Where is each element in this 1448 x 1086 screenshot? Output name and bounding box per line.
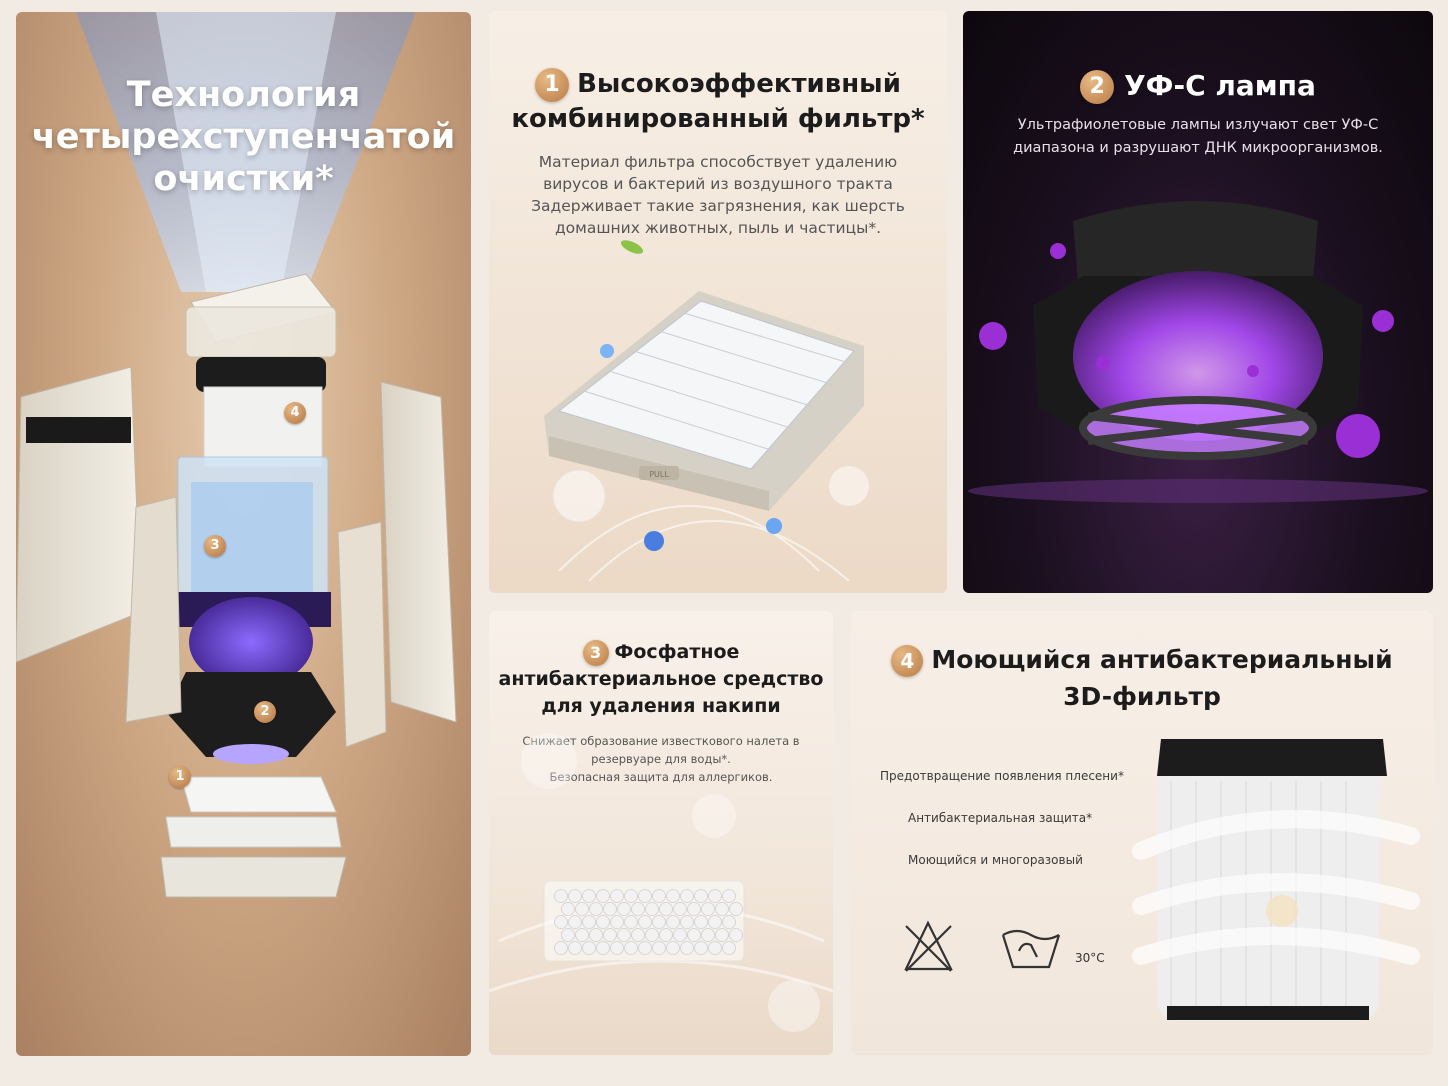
pull-label: PULL — [649, 470, 669, 479]
phosphate-balls — [554, 889, 743, 955]
title-line: антибактериальное средство — [498, 668, 824, 690]
wash-temp-label: 30°C — [1075, 951, 1105, 965]
stage-marker-2: 2 — [254, 701, 276, 723]
pull-tab — [639, 466, 679, 480]
purifier-exploded-illustration — [16, 12, 457, 898]
title-line: Технология — [126, 75, 361, 115]
stage-marker-3: 3 — [204, 535, 226, 557]
feature-washable: Моющийся и многоразовый — [908, 853, 1083, 867]
number-badge-1: 1 — [535, 67, 570, 102]
title-line: очистки* — [153, 159, 334, 199]
panel-uvc-lamp: 2 УФ-С лампа Ультрафиолетовые лампы излуч… — [963, 11, 1433, 593]
3d-filter-illustration: 30°C — [904, 739, 1420, 1021]
body-line: резервуаре для воды*. — [591, 752, 731, 766]
body-line: домашних животных, пыль и частицы*. — [554, 219, 882, 237]
number-badge-4: 4 — [891, 645, 924, 677]
body-line: Снижает образование известкового налета … — [522, 734, 800, 748]
body-line: вирусов и бактерий из воздушного тракта — [543, 175, 893, 193]
phosphate-balls-illustration — [489, 733, 833, 1032]
uv-lamp-illustration — [968, 201, 1428, 503]
title-line: Моющийся антибактериальный — [931, 645, 1393, 674]
hand-wash-icon — [1001, 929, 1061, 969]
number-badge-2: 2 — [1080, 70, 1115, 104]
panel-four-stage-purification: Технология четырехступенчатой очистки* 4… — [16, 12, 471, 1056]
title-line: 3D-фильтр — [1063, 682, 1221, 711]
body-line: Безопасная защита для аллергиков. — [549, 770, 773, 784]
body-line: диапазона и разрушают ДНК микроорганизмо… — [1013, 140, 1383, 156]
feature-mold-prevention: Предотвращение появления плесени* — [880, 769, 1124, 783]
title-line: Фосфатное — [614, 641, 740, 663]
title-text: УФ-С лампа — [1124, 69, 1316, 102]
body-line: Задерживает такие загрязнения, как шерст… — [531, 197, 905, 215]
panel-filter-description: Материал фильтра способствует удалению в… — [489, 151, 947, 239]
panel-left-title: Технология четырехступенчатой очистки* — [16, 74, 471, 200]
feature-antibacterial: Антибактериальная защита* — [908, 811, 1093, 825]
title-line: Высокоэффективный — [577, 69, 901, 99]
hepa-filter-illustration: PULL — [544, 240, 869, 582]
title-line: четырехступенчатой — [31, 117, 456, 157]
body-line: Материал фильтра способствует удалению — [538, 153, 898, 171]
panel-phosphate-description: Снижает образование известкового налета … — [489, 732, 833, 786]
panel-uv-description: Ультрафиолетовые лампы излучают свет УФ-… — [963, 114, 1433, 160]
title-line: комбинированный фильтр* — [511, 103, 925, 134]
stage-marker-4: 4 — [284, 402, 306, 424]
body-line: Ультрафиолетовые лампы излучают свет УФ-… — [1017, 117, 1379, 133]
panel-uv-title: 2 УФ-С лампа — [963, 69, 1433, 104]
title-line: для удаления накипи — [541, 695, 781, 717]
no-bleach-icon — [904, 920, 953, 972]
stage-marker-1: 1 — [169, 766, 191, 788]
number-badge-3: 3 — [582, 639, 609, 666]
